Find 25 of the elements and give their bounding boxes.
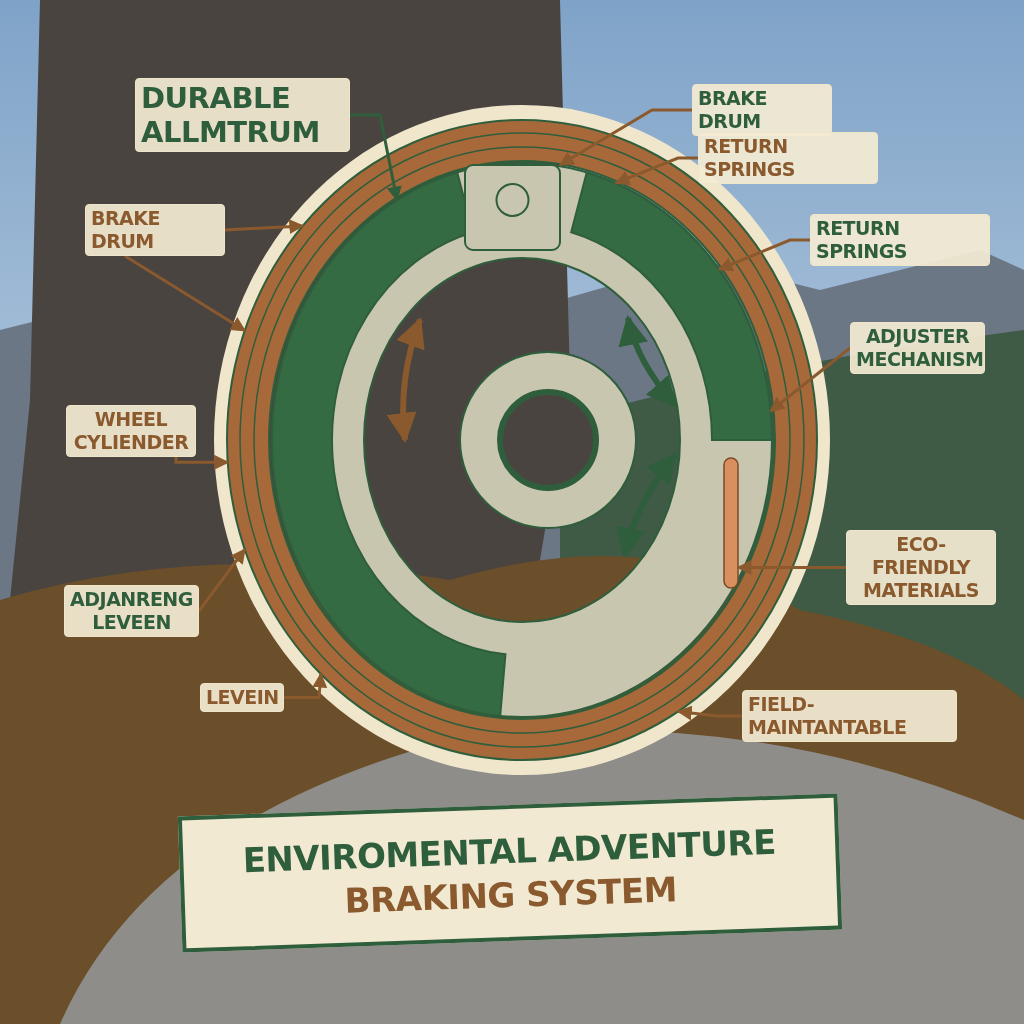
leader-line <box>558 108 692 167</box>
part-label: ADJANRENG LEVEEN <box>64 585 199 637</box>
part-label: FIELD-MAINTANTABLE <box>742 690 957 742</box>
leader-line <box>769 346 851 413</box>
part-label: LEVEIN <box>200 683 284 712</box>
leader-line <box>676 705 742 721</box>
leader-line <box>174 454 230 470</box>
part-label: RETURN SPRINGS <box>698 132 878 184</box>
leader-line <box>224 219 305 235</box>
leader-line <box>197 548 246 612</box>
part-label: BRAKE DRUM <box>692 84 832 136</box>
part-label: RETURN SPRINGS <box>810 214 990 266</box>
leader-line <box>736 560 846 575</box>
anchor-block <box>464 164 561 251</box>
part-label: BRAKE DRUM <box>85 204 225 256</box>
leader-line <box>350 113 402 202</box>
adjuster-rod <box>723 457 739 589</box>
leader-line <box>717 238 810 272</box>
part-label: WHEEL CYLIENDER <box>66 405 196 457</box>
leader-line <box>614 156 698 186</box>
leader-line <box>124 254 247 332</box>
part-label: DURABLE ALLMTRUM <box>135 78 350 152</box>
part-label: ECO-FRIENDLY MATERIALS <box>846 530 996 605</box>
part-label: ADJUSTER MECHANISM <box>850 322 985 374</box>
leader-line <box>284 672 328 699</box>
